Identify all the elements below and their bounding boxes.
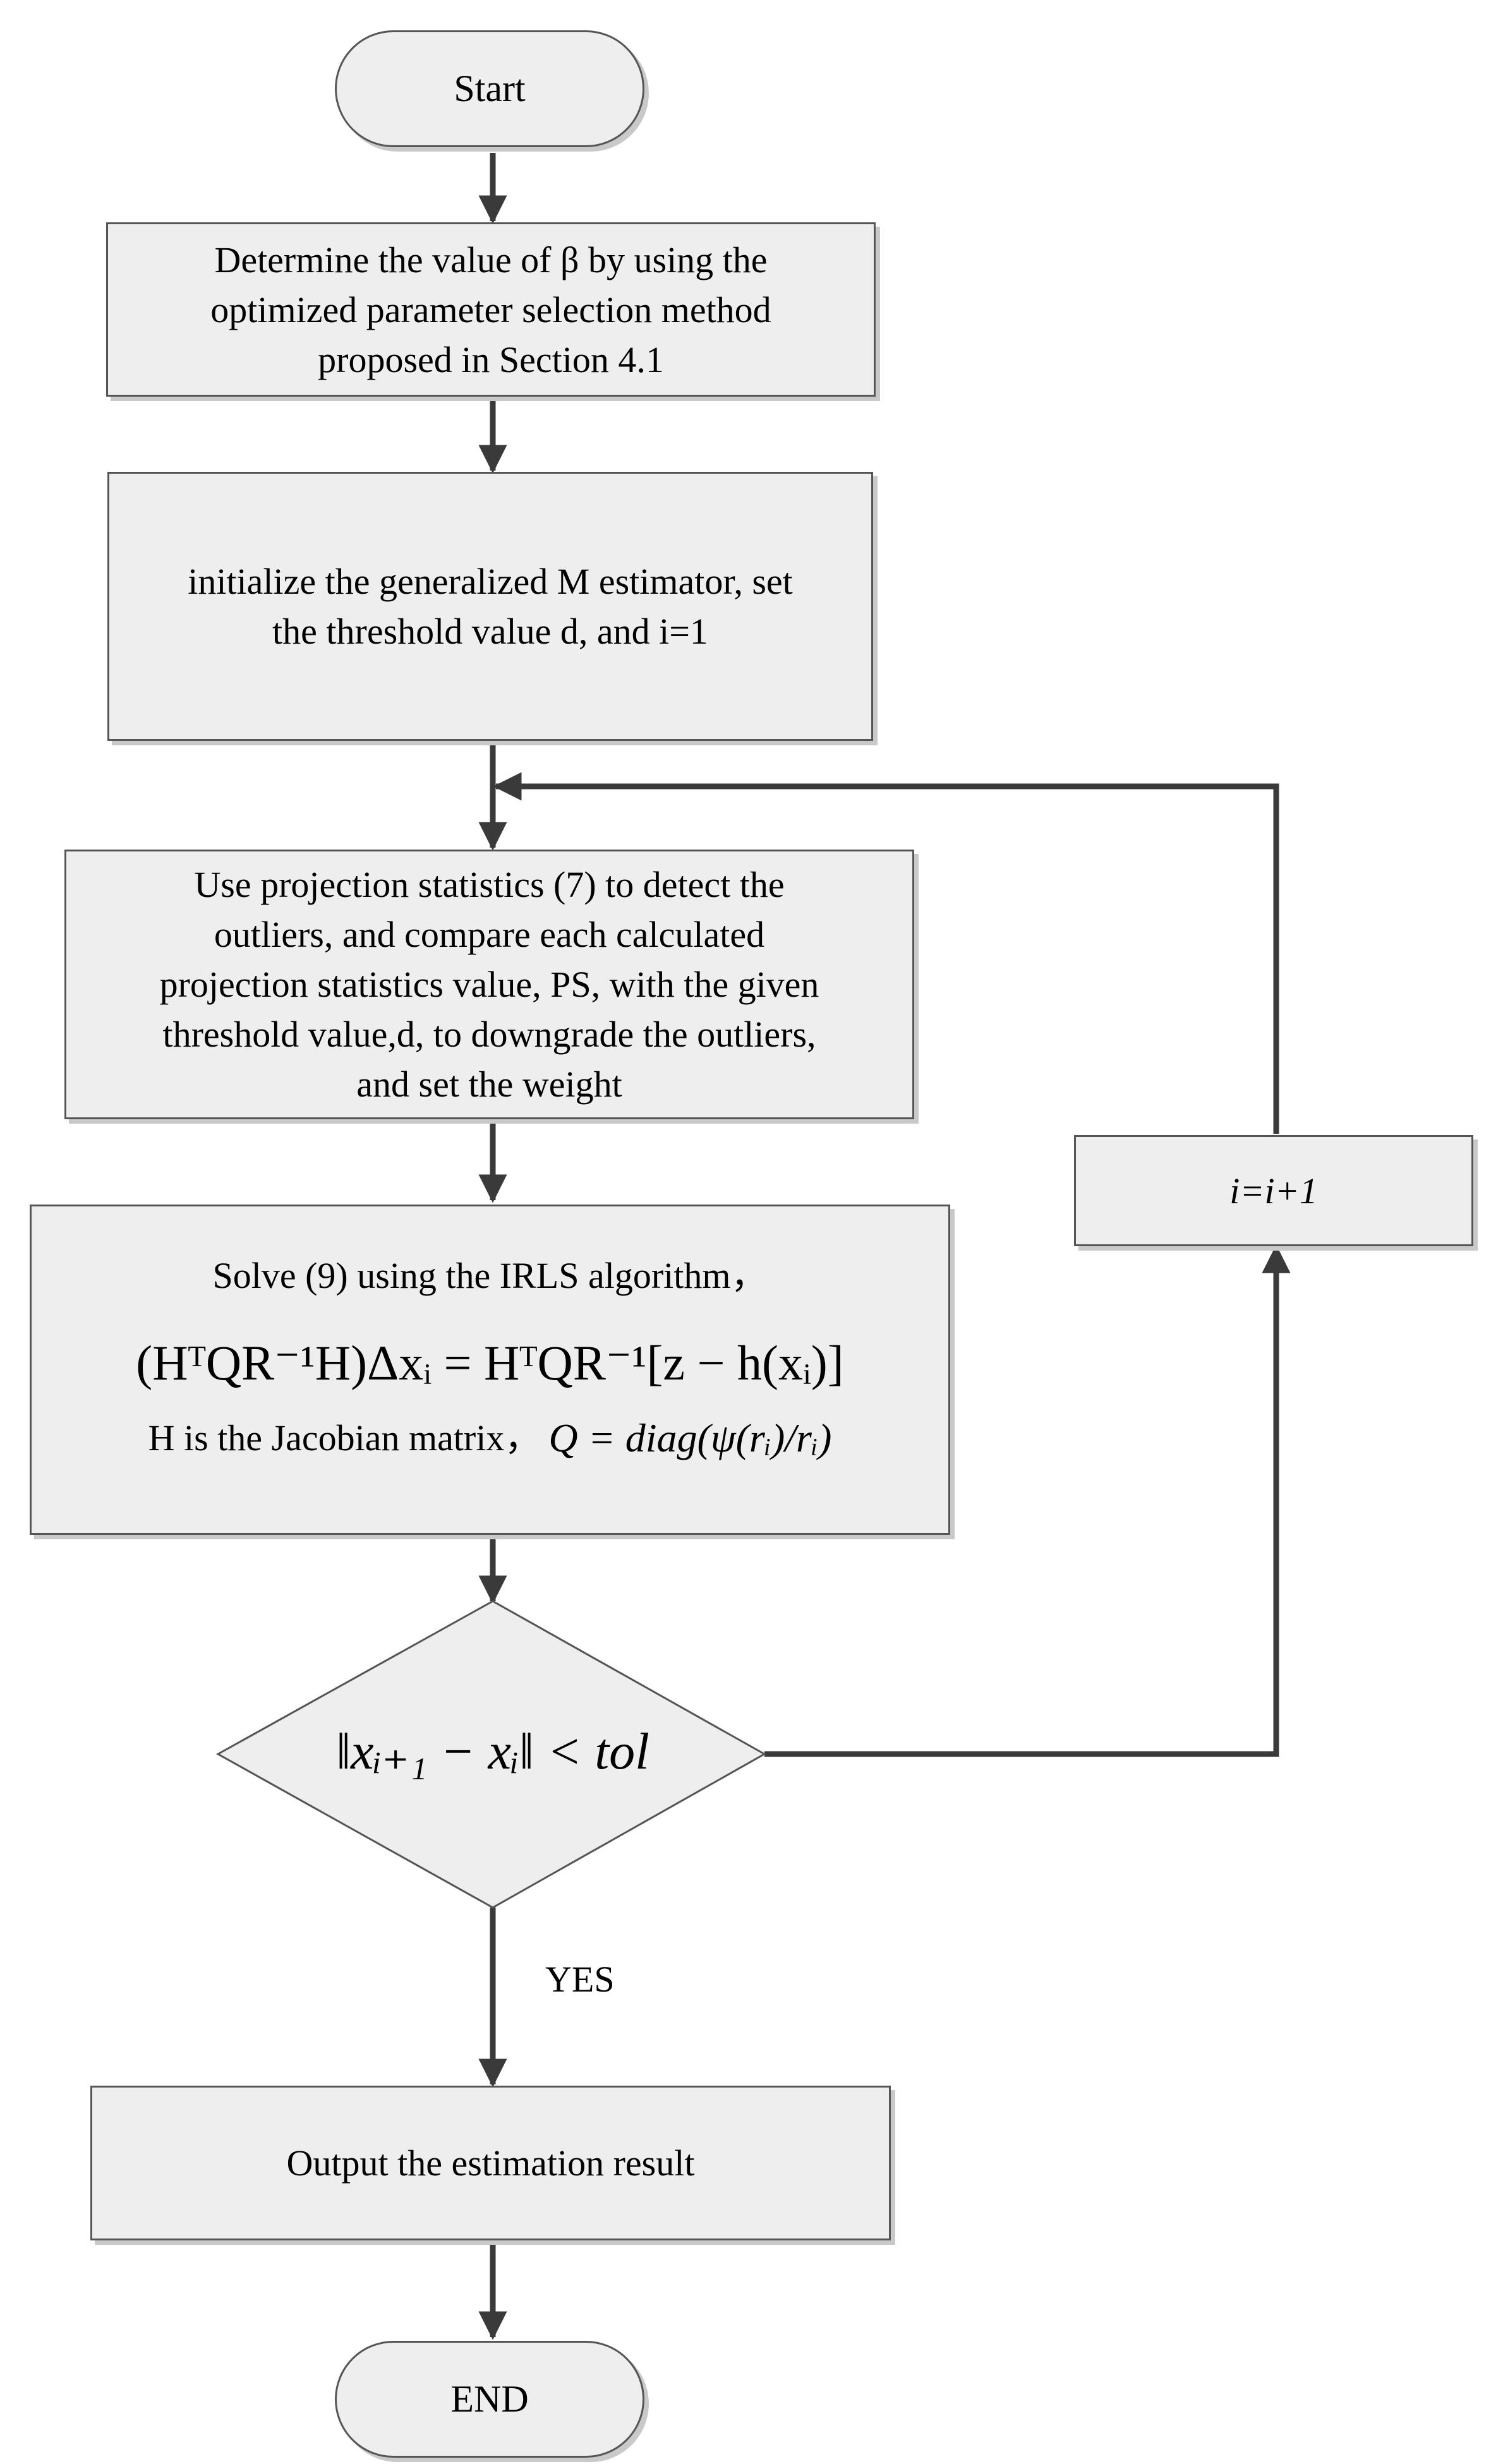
jacobian-note: H is the Jacobian matrix， [148, 1417, 541, 1458]
output-label: Output the estimation result [286, 2142, 695, 2184]
yes-label: YES [545, 1958, 615, 2000]
step3-line-2: outliers, and compare each calculated [214, 914, 765, 955]
jacobian-row: H is the Jacobian matrix， Q = diag(ψ(rᵢ)… [148, 1413, 832, 1463]
decision-condition: ‖xᵢ₊₁ − xᵢ‖ < tol [297, 1721, 689, 1781]
step3-line-3: projection statistics value, PS, with th… [159, 964, 819, 1005]
step1-line-3: proposed in Section 4.1 [318, 339, 664, 380]
arrow-increment-to-loop [493, 772, 1279, 1134]
step-initialize-estimator: initialize the generalized M estimator, … [107, 472, 873, 741]
step-solve-irls: Solve (9) using the IRLS algorithm， (HᵀQ… [30, 1205, 950, 1535]
step3-line-4: threshold value,d, to downgrade the outl… [162, 1014, 816, 1055]
step3-line-5: and set the weight [356, 1064, 622, 1105]
irls-equation: (HᵀQR⁻¹H)Δxᵢ = HᵀQR⁻¹[z − h(xᵢ)] [136, 1325, 843, 1400]
increment-label: i=i+1 [1229, 1170, 1318, 1211]
step4-title: Solve (9) using the IRLS algorithm， [212, 1255, 768, 1296]
q-definition: Q = diag(ψ(rᵢ)/rᵢ) [548, 1415, 832, 1460]
step2-line-1: initialize the generalized M estimator, … [188, 561, 793, 602]
start-terminal: Start [335, 30, 644, 147]
decision-text: ‖xᵢ₊₁ − xᵢ‖ < tol [336, 1722, 649, 1780]
start-label: Start [454, 68, 526, 109]
step2-line-2: the threshold value d, and i=1 [272, 611, 708, 652]
step-projection-statistics: Use projection statistics (7) to detect … [64, 850, 914, 1119]
irls-equation-text: (HᵀQR⁻¹H)Δxᵢ = HᵀQR⁻¹[z − h(xᵢ)] [136, 1335, 844, 1390]
step-increment: i=i+1 [1074, 1135, 1473, 1246]
end-terminal: END [335, 2341, 644, 2458]
step3-line-1: Use projection statistics (7) to detect … [194, 864, 785, 905]
end-label: END [450, 2378, 529, 2420]
step1-line-1: Determine the value of β by using the [214, 239, 768, 280]
step-output-result: Output the estimation result [90, 2086, 891, 2240]
step1-line-2: optimized parameter selection method [210, 289, 771, 330]
step-determine-beta: Determine the value of β by using the op… [106, 222, 876, 397]
yes-label-text: YES [545, 1959, 615, 2000]
decision-diamond [215, 1600, 767, 1909]
arrow-decision-to-increment [764, 1244, 1291, 1757]
